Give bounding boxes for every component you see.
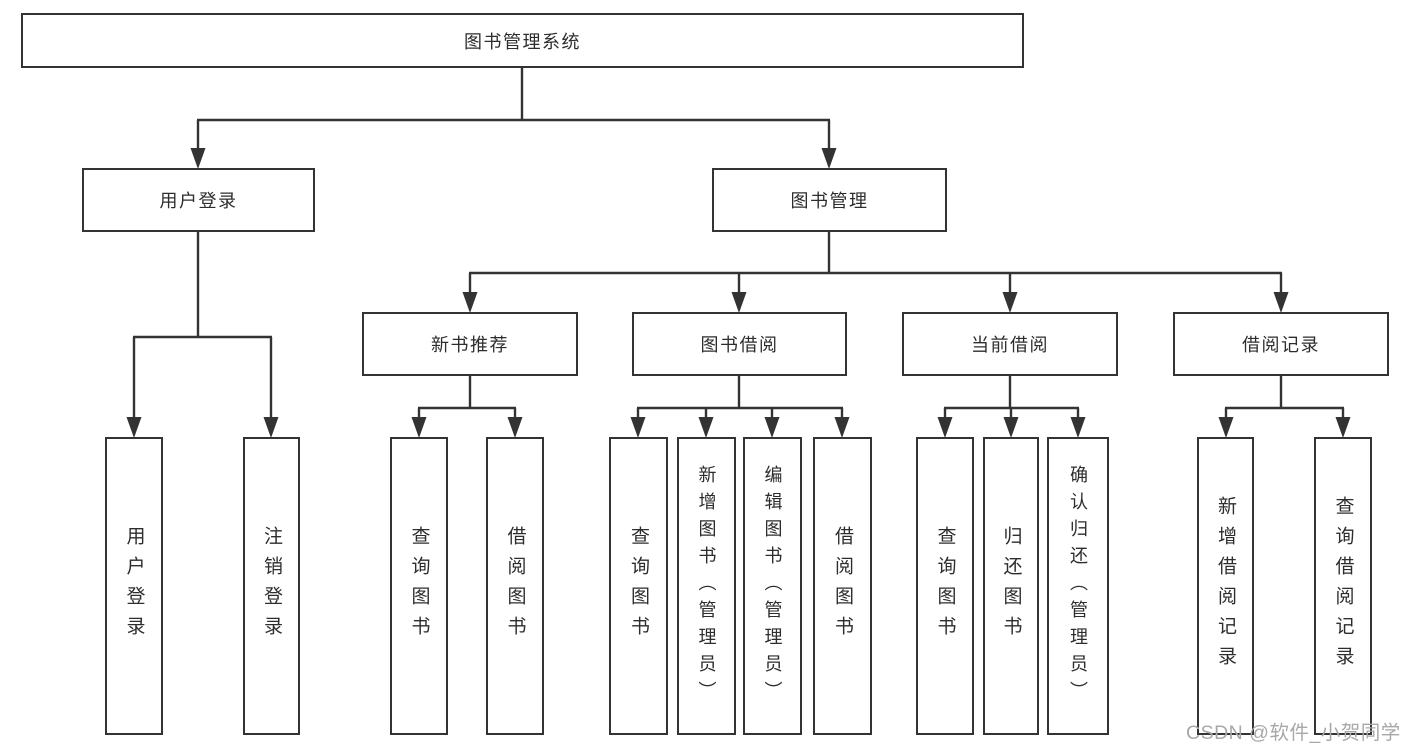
node-new-book-recommend: 新书推荐 — [362, 312, 578, 376]
leaf-borrow-add-books-label: 新增图书（管理员） — [696, 464, 717, 708]
node-book-borrowing-label: 图书借阅 — [700, 335, 779, 355]
leaf-rec-query-books: 查询图书 — [390, 437, 448, 735]
leaf-records-query-record: 查询借阅记录 — [1314, 437, 1372, 735]
leaf-current-return-books-label: 归还图书 — [1000, 526, 1022, 646]
node-current-borrowing: 当前借阅 — [902, 312, 1118, 376]
leaf-borrow-edit-books-label: 编辑图书（管理员） — [762, 464, 783, 708]
node-book-management-label: 图书管理 — [790, 191, 869, 211]
leaf-records-add-record: 新增借阅记录 — [1197, 437, 1254, 735]
leaf-records-query-record-label: 查询借阅记录 — [1332, 496, 1354, 676]
leaf-current-query-books-label: 查询图书 — [934, 526, 956, 646]
leaf-rec-borrow-books: 借阅图书 — [486, 437, 544, 735]
leaf-user-login: 用户登录 — [105, 437, 163, 735]
node-user-login-label: 用户登录 — [159, 191, 238, 211]
connector-borrowing-records-branch — [1218, 376, 1351, 438]
leaf-borrow-borrow-books: 借阅图书 — [813, 437, 872, 735]
node-root-label: 图书管理系统 — [464, 31, 581, 52]
connector-new-book-recommend-branch — [411, 376, 523, 438]
node-book-borrowing: 图书借阅 — [632, 312, 847, 376]
leaf-records-add-record-label: 新增借阅记录 — [1215, 496, 1236, 676]
connector-book-borrowing-branch — [630, 376, 850, 438]
watermark-text: CSDN @软件_小贺同学 — [1186, 722, 1401, 744]
leaf-current-return-books: 归还图书 — [983, 437, 1039, 735]
leaf-user-login-label: 用户登录 — [123, 526, 145, 646]
leaf-rec-query-books-label: 查询图书 — [408, 526, 430, 646]
node-root: 图书管理系统 — [21, 13, 1024, 68]
node-user-login: 用户登录 — [82, 168, 315, 232]
leaf-borrow-query-books: 查询图书 — [609, 437, 668, 735]
leaf-borrow-query-books-label: 查询图书 — [628, 526, 649, 646]
leaf-current-confirm-return: 确认归还（管理员） — [1047, 437, 1109, 735]
connector-root-branch — [190, 68, 837, 169]
node-new-book-recommend-label: 新书推荐 — [431, 335, 509, 355]
connector-book-management-branch — [462, 232, 1289, 313]
leaf-logout: 注销登录 — [243, 437, 300, 735]
leaf-borrow-add-books: 新增图书（管理员） — [677, 437, 736, 735]
leaf-logout-label: 注销登录 — [261, 526, 282, 646]
leaf-current-query-books: 查询图书 — [916, 437, 974, 735]
leaf-rec-borrow-books-label: 借阅图书 — [504, 526, 526, 646]
node-borrowing-records: 借阅记录 — [1173, 312, 1389, 376]
connector-current-borrowing-branch — [937, 376, 1086, 438]
leaf-current-confirm-return-label: 确认归还（管理员） — [1068, 464, 1088, 708]
leaf-borrow-edit-books: 编辑图书（管理员） — [743, 437, 802, 735]
node-book-management: 图书管理 — [712, 168, 947, 232]
node-current-borrowing-label: 当前借阅 — [971, 335, 1049, 355]
node-borrowing-records-label: 借阅记录 — [1242, 335, 1320, 355]
leaf-borrow-borrow-books-label: 借阅图书 — [832, 526, 853, 646]
connector-user-login-branch — [126, 232, 279, 438]
